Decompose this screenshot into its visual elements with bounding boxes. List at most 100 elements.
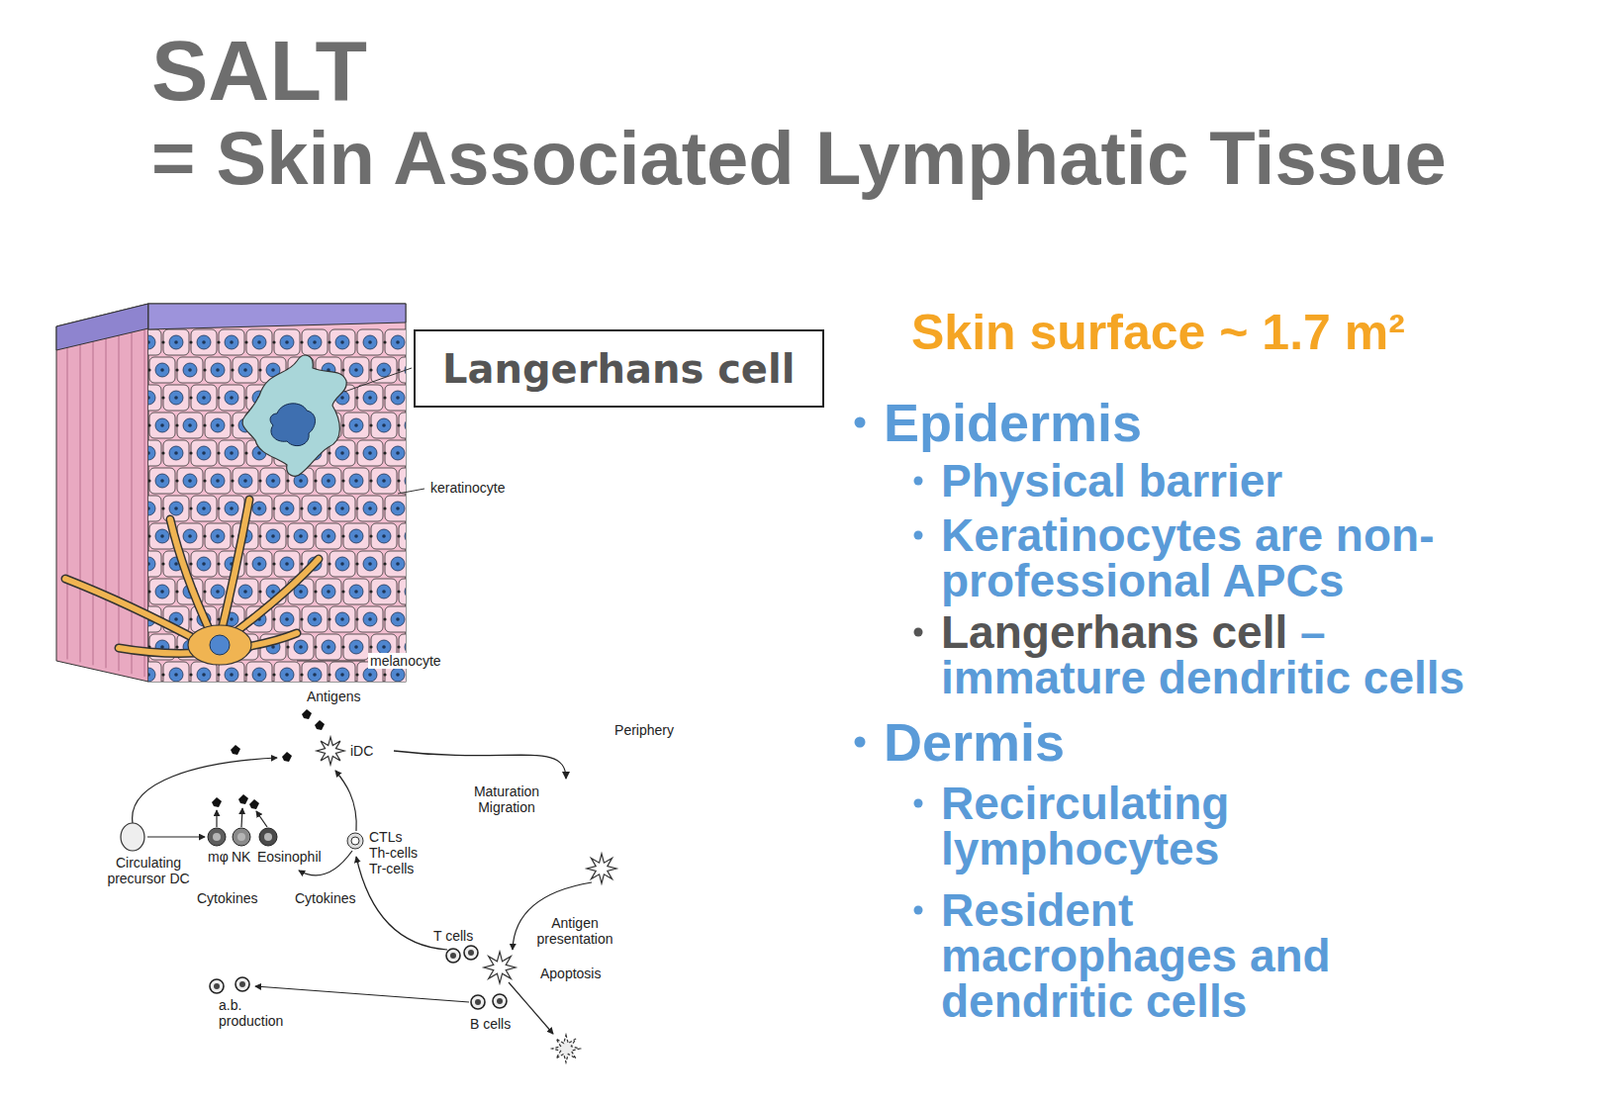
nucleolus — [215, 589, 220, 594]
nucleolus — [395, 672, 400, 677]
keratinocyte-cell — [384, 440, 406, 467]
desmosome-dot — [369, 589, 373, 593]
desmosome-dot — [216, 672, 220, 676]
desmosome-dot — [202, 478, 206, 482]
melanocyte-body — [188, 625, 252, 665]
keratinocyte-cell — [301, 329, 328, 356]
bullet — [854, 737, 866, 749]
desmosome-dot — [175, 645, 179, 649]
cell-nucleus — [390, 335, 405, 350]
nucleolus — [188, 368, 192, 373]
cell-nucleus — [349, 363, 364, 377]
process-label: Antigen presentation — [531, 915, 619, 947]
desmosome-dot — [341, 534, 345, 538]
cell-column-line — [67, 347, 69, 659]
desmosome-dot — [355, 562, 359, 565]
cell-nucleus — [196, 557, 211, 571]
keratinocyte-cell — [148, 661, 162, 682]
cell-nucleus — [307, 501, 322, 516]
desmosome-dot — [313, 645, 317, 649]
desmosome-dot — [230, 478, 234, 482]
keratinocyte-cell — [343, 523, 370, 550]
lymphocyte-core — [239, 981, 246, 988]
lymphocyte — [470, 995, 485, 1010]
nucleolus — [229, 340, 234, 345]
keratinocyte-cell — [190, 384, 217, 411]
cell-nucleus — [148, 501, 156, 516]
keratinocyte-cell — [163, 384, 189, 411]
desmosome-dot — [327, 617, 331, 621]
keratinocyte-cell — [246, 661, 273, 682]
effector-cell — [207, 828, 226, 847]
cell-nucleus — [376, 640, 391, 655]
cell-nucleus — [238, 584, 253, 599]
effector-nucleus — [264, 833, 273, 842]
callout-text: Langerhans cell — [442, 345, 795, 393]
cell-nucleus — [224, 667, 239, 682]
cell-nucleus — [183, 473, 197, 488]
nucleolus — [215, 478, 220, 483]
desmosome-dot — [299, 672, 303, 676]
nucleolus — [174, 395, 179, 400]
cell-nucleus — [196, 335, 211, 350]
nucleolus — [201, 395, 206, 400]
desmosome-dot — [202, 534, 206, 538]
desmosome-dot — [216, 340, 220, 344]
keratinocyte-cell — [204, 468, 231, 494]
cell-nucleus — [404, 529, 406, 544]
lymphocyte — [464, 945, 478, 960]
desmosome-dot — [327, 562, 331, 565]
desmosome-dot — [175, 368, 179, 372]
desmosome-dot — [161, 451, 165, 455]
cell-nucleus — [335, 501, 350, 516]
cell-nucleus — [349, 418, 364, 433]
nucleolus — [160, 645, 165, 650]
desmosome-dot — [202, 423, 206, 427]
nucleolus — [312, 617, 317, 622]
surface-note: Skin surface ~ 1.7 m² — [911, 304, 1406, 361]
effector-arrow — [215, 810, 217, 828]
desmosome-dot — [285, 478, 289, 482]
cell-nucleus — [390, 446, 405, 461]
desmosome-dot — [272, 562, 276, 565]
bullet — [854, 417, 866, 429]
cell-nucleus — [169, 446, 184, 461]
desmosome-dot — [216, 506, 220, 510]
keratinocyte-cell — [371, 357, 397, 383]
nucleolus — [201, 451, 206, 456]
lymphocyte-core — [468, 949, 474, 956]
cell-nucleus — [183, 529, 197, 544]
list-item: Recirculating lymphocytes — [941, 780, 1407, 872]
cell-nucleus — [252, 667, 267, 682]
antigen — [211, 797, 222, 808]
melanocyte-dendrite-outline — [231, 559, 319, 636]
nucleolus — [340, 451, 345, 456]
cell-nucleus — [148, 446, 156, 461]
cell-label: iDC — [350, 743, 374, 759]
desmosome-dot — [272, 672, 276, 676]
desmosome-dot — [161, 672, 165, 676]
keratinocyte-layer — [148, 329, 406, 682]
keratinocyte-cell — [343, 357, 370, 383]
desmosome-dot — [369, 534, 373, 538]
desmosome-dot — [299, 562, 303, 565]
skin-side-face — [56, 303, 149, 682]
cell-nucleus — [335, 667, 350, 682]
desmosome-dot — [355, 395, 359, 399]
nucleolus — [312, 506, 317, 511]
cell-nucleus — [238, 363, 253, 377]
nucleolus — [257, 340, 262, 345]
desmosome-dot — [272, 617, 276, 621]
list-heading: Dermis — [883, 713, 1065, 771]
list-item-term: Langerhans cell — [941, 606, 1288, 659]
cell-label: mφ — [207, 848, 229, 865]
nucleolus — [368, 395, 373, 400]
keratinocyte-cell — [357, 551, 383, 577]
desmosome-dot — [355, 451, 359, 455]
nucleolus — [340, 340, 345, 345]
lymphocyte — [209, 979, 224, 994]
cell-nucleus — [307, 335, 322, 350]
nucleolus — [201, 340, 206, 345]
leader-line — [397, 488, 425, 494]
effector-cell — [232, 828, 251, 847]
